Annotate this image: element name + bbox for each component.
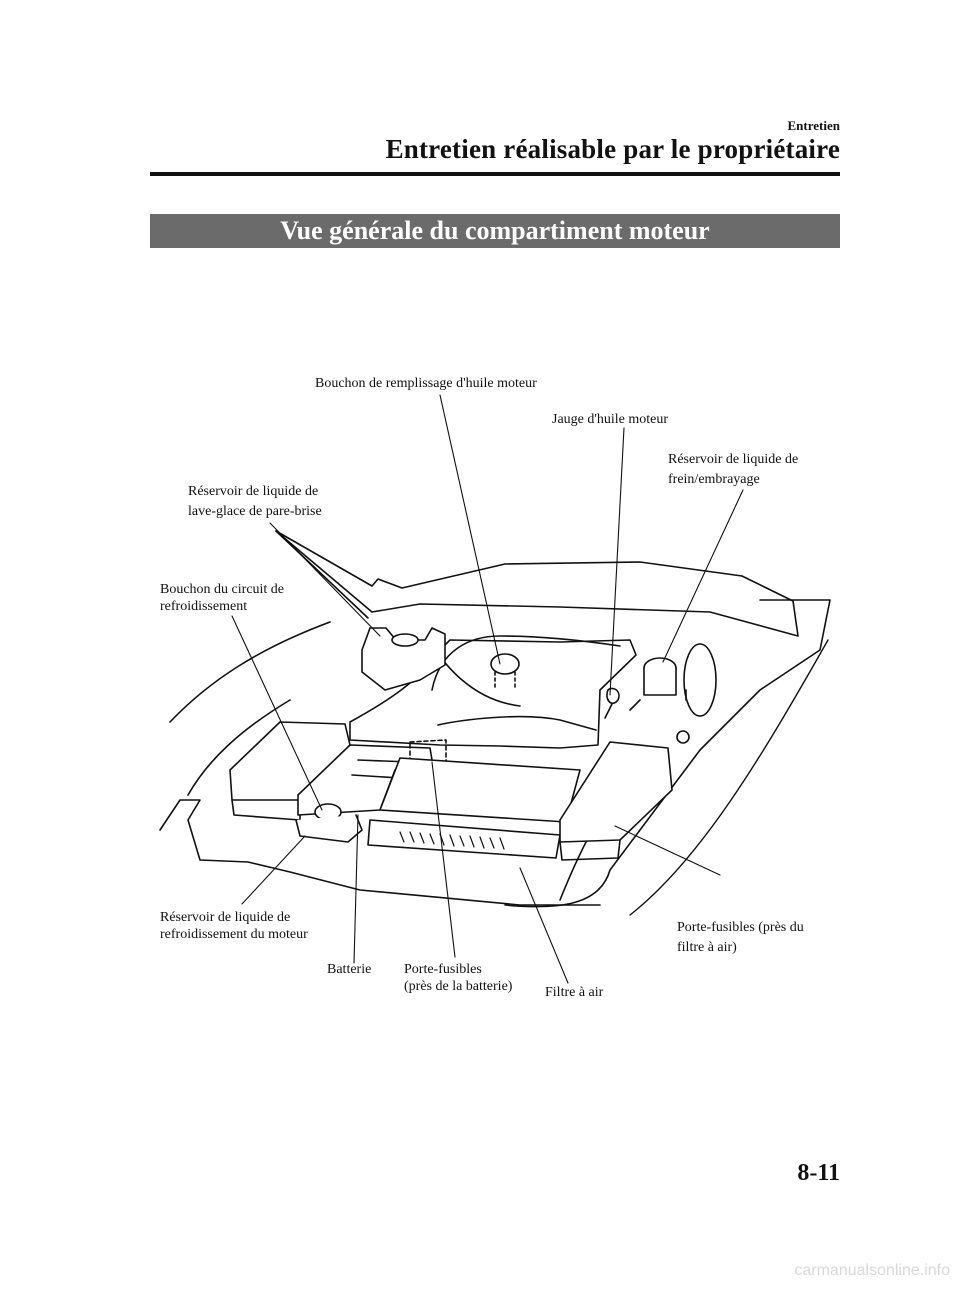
label-fuse-airfilter-line2: filtre à air) (677, 940, 737, 955)
page-title: Entretien réalisable par le propriétaire (385, 134, 840, 164)
watermark: carmanualsonline.info (794, 1262, 950, 1279)
label-cooling-cap-line1: Bouchon du circuit de (160, 582, 285, 597)
washer-reservoir (361, 627, 446, 691)
label-oil-filler-cap: Bouchon de remplissage d'huile moteur (315, 376, 537, 391)
label-fuse-battery-line2: (près de la batterie) (404, 979, 513, 994)
page-number: 8-11 (797, 1160, 840, 1186)
section-label: Entretien (787, 118, 840, 133)
leader-lines (231, 394, 744, 984)
label-fuse-battery-line1: Porte-fusibles (404, 962, 482, 977)
label-battery: Batterie (327, 962, 372, 977)
label-cooling-cap-line2: refroidissement (160, 599, 248, 614)
label-brake-reservoir-line2: frein/embrayage (668, 472, 760, 487)
label-fuse-airfilter-line1: Porte-fusibles (près du (677, 920, 804, 935)
label-washer-reservoir-line2: lave-glace de pare-brise (188, 504, 322, 519)
body-outline (159, 621, 601, 906)
hood-outline (275, 530, 799, 637)
label-washer-reservoir-line1: Réservoir de liquide de (188, 484, 319, 499)
air-filter (379, 757, 581, 823)
oil-dipstick (604, 687, 620, 719)
label-brake-reservoir-line1: Réservoir de liquide de (668, 452, 799, 467)
header-rule (150, 172, 840, 176)
label-coolant-reservoir-line2: refroidissement du moteur (160, 927, 308, 942)
oil-filler-cap (490, 653, 520, 675)
section-banner: Vue générale du compartiment moteur (150, 214, 840, 248)
label-coolant-reservoir-line1: Réservoir de liquide de (160, 910, 291, 925)
label-air-filter: Filtre à air (545, 985, 604, 1000)
label-oil-dipstick: Jauge d'huile moteur (552, 412, 669, 427)
